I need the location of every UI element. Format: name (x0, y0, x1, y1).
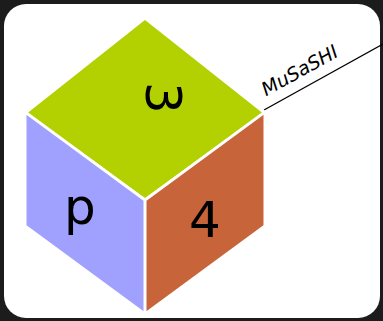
face-number: 3 (138, 82, 188, 114)
left-face: d (25, 110, 145, 314)
right-face: 4 (145, 110, 265, 314)
face-number: d (64, 189, 96, 239)
face-number: 4 (189, 195, 221, 245)
